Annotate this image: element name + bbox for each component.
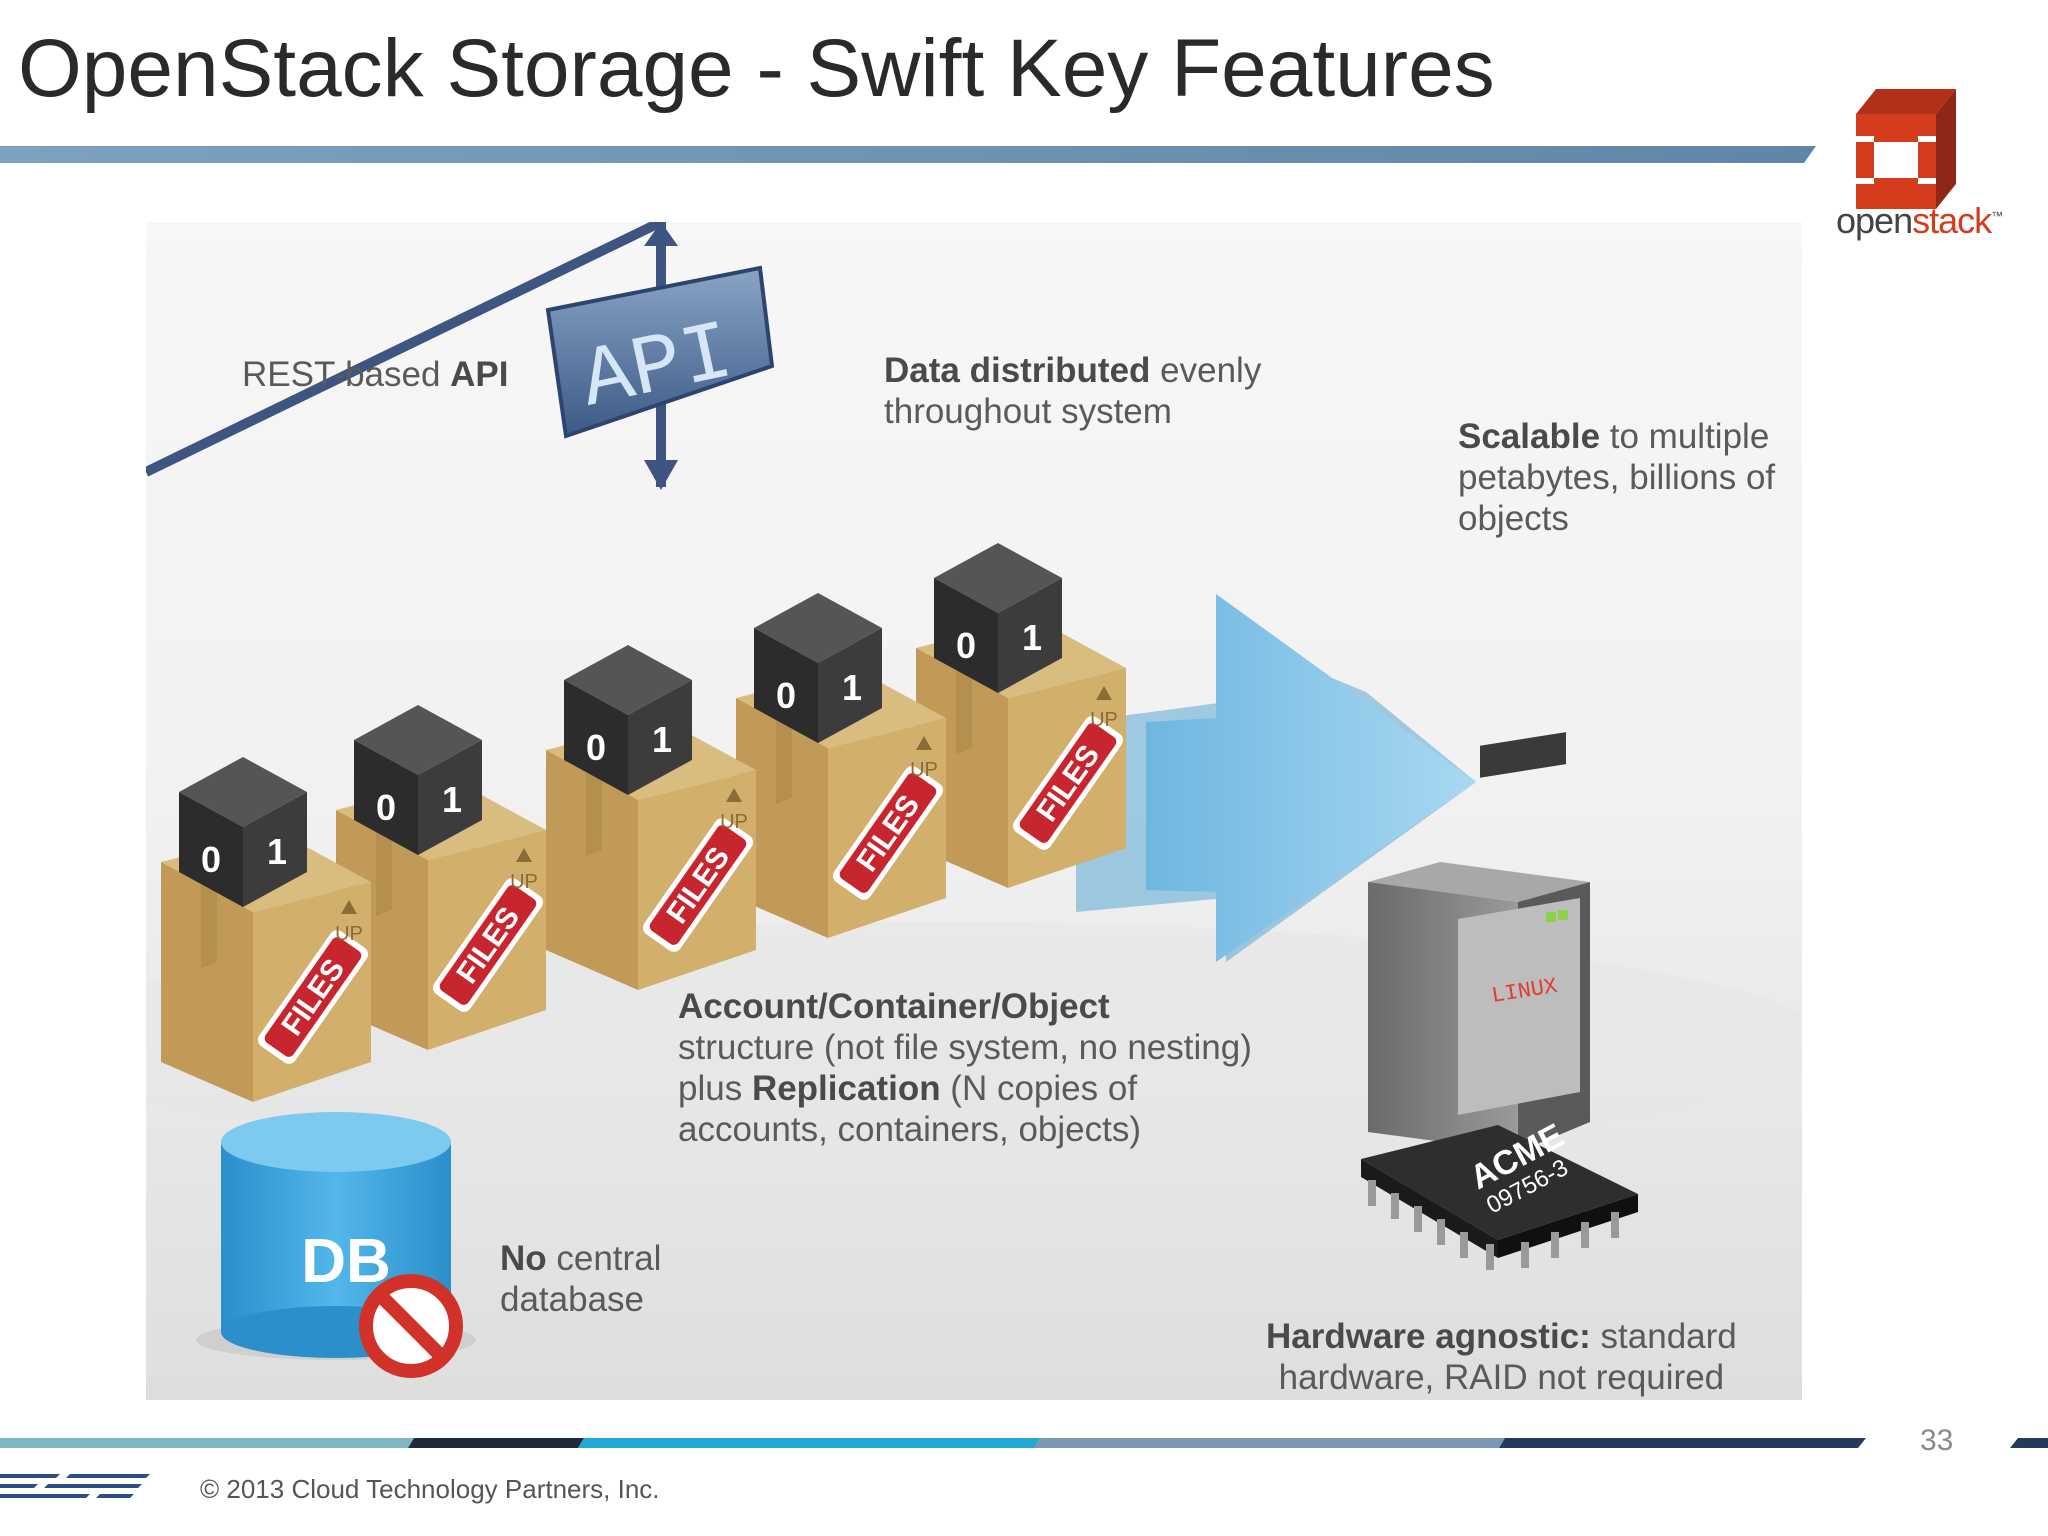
svg-text:DB: DB bbox=[301, 1227, 391, 1296]
box-up-label: UP bbox=[1090, 709, 1118, 731]
scalable-arrow-icon bbox=[1076, 594, 1476, 962]
box-up-label: UP bbox=[910, 759, 938, 781]
svg-text:0: 0 bbox=[776, 675, 796, 716]
svg-text:1: 1 bbox=[442, 779, 462, 820]
box-up-label: UP bbox=[335, 923, 363, 945]
no-entry-icon bbox=[359, 1274, 463, 1378]
svg-text:0: 0 bbox=[586, 727, 606, 768]
svg-text:1: 1 bbox=[652, 719, 672, 760]
footer-stripe bbox=[0, 1438, 2048, 1448]
openstack-logo-icon bbox=[1856, 89, 1956, 209]
label-rest-api: REST-based API bbox=[242, 355, 509, 394]
cloud-technology-partners-logo-icon bbox=[0, 1474, 150, 1498]
api-badge-icon: API bbox=[143, 217, 775, 490]
svg-text:0: 0 bbox=[376, 787, 396, 828]
slide-title: OpenStack Storage - Swift Key Features bbox=[18, 23, 1495, 114]
box-up-label: UP bbox=[510, 871, 538, 893]
svg-text:1: 1 bbox=[267, 831, 287, 872]
server-icon: LINUX bbox=[1368, 732, 1590, 1152]
svg-text:0: 0 bbox=[956, 625, 976, 666]
copyright-notice: © 2013 Cloud Technology Partners, Inc. bbox=[200, 1474, 660, 1504]
chip-icon: ACME 09756-3 bbox=[1361, 1117, 1638, 1270]
svg-text:1: 1 bbox=[842, 667, 862, 708]
page-number: 33 bbox=[1920, 1424, 1954, 1457]
title-underline bbox=[0, 146, 1816, 163]
openstack-logo-text: openstack™ bbox=[1836, 200, 2003, 241]
svg-text:0: 0 bbox=[201, 839, 221, 880]
svg-text:1: 1 bbox=[1022, 617, 1042, 658]
box-up-label: UP bbox=[720, 811, 748, 833]
